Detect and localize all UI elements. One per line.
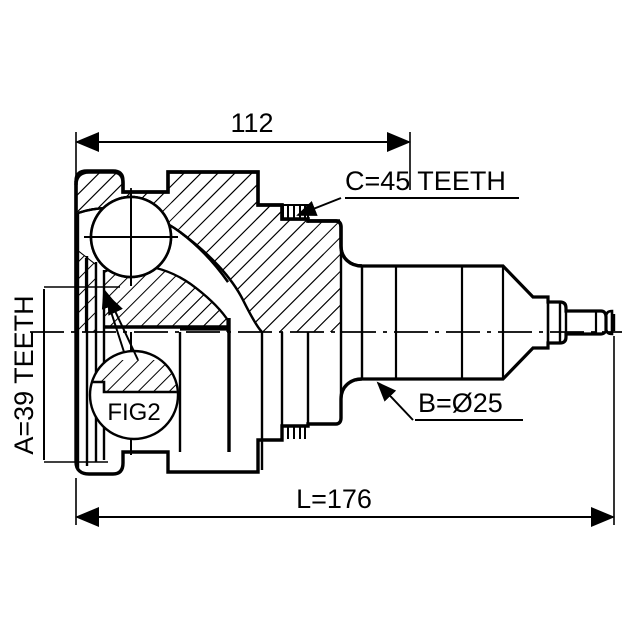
dimension-112: 112 <box>75 108 411 190</box>
dim-112-label: 112 <box>230 108 273 138</box>
dimension-A39: A=39 TEETH <box>9 286 139 463</box>
dimension-C45: C=45 TEETH <box>296 166 519 216</box>
dim-L-label: L=176 <box>296 484 372 514</box>
housing-lip-hatch <box>76 172 282 219</box>
shaft-detail-lines <box>360 266 616 379</box>
dim-A-label: A=39 TEETH <box>9 295 39 454</box>
fig2-callout: FIG2 <box>88 288 180 441</box>
shaft-root-fillet-void <box>341 246 362 332</box>
housing-right-mass-outline <box>180 170 363 268</box>
fig2-bubble-hatch <box>91 360 177 392</box>
dim-A-leader <box>107 294 139 361</box>
inner-race-hatch-2 <box>104 265 228 327</box>
fig2-label: FIG2 <box>107 399 160 426</box>
outer-spline-teeth-marks-lower <box>287 427 306 439</box>
housing-right-mass <box>179 170 363 332</box>
dimension-L176: L=176 <box>75 336 615 527</box>
dim-B-leader <box>376 381 414 421</box>
housing-right-mass-hatch <box>180 172 340 332</box>
fig2-bubble-hatch-group <box>91 360 177 394</box>
dim-B-label: B=Ø25 <box>418 388 503 418</box>
dimension-B25: B=Ø25 <box>376 381 523 421</box>
fig2-bubble-hatch-outline <box>91 380 177 394</box>
dim-C-label: C=45 TEETH <box>345 166 506 196</box>
dim-C-leader <box>296 197 342 216</box>
